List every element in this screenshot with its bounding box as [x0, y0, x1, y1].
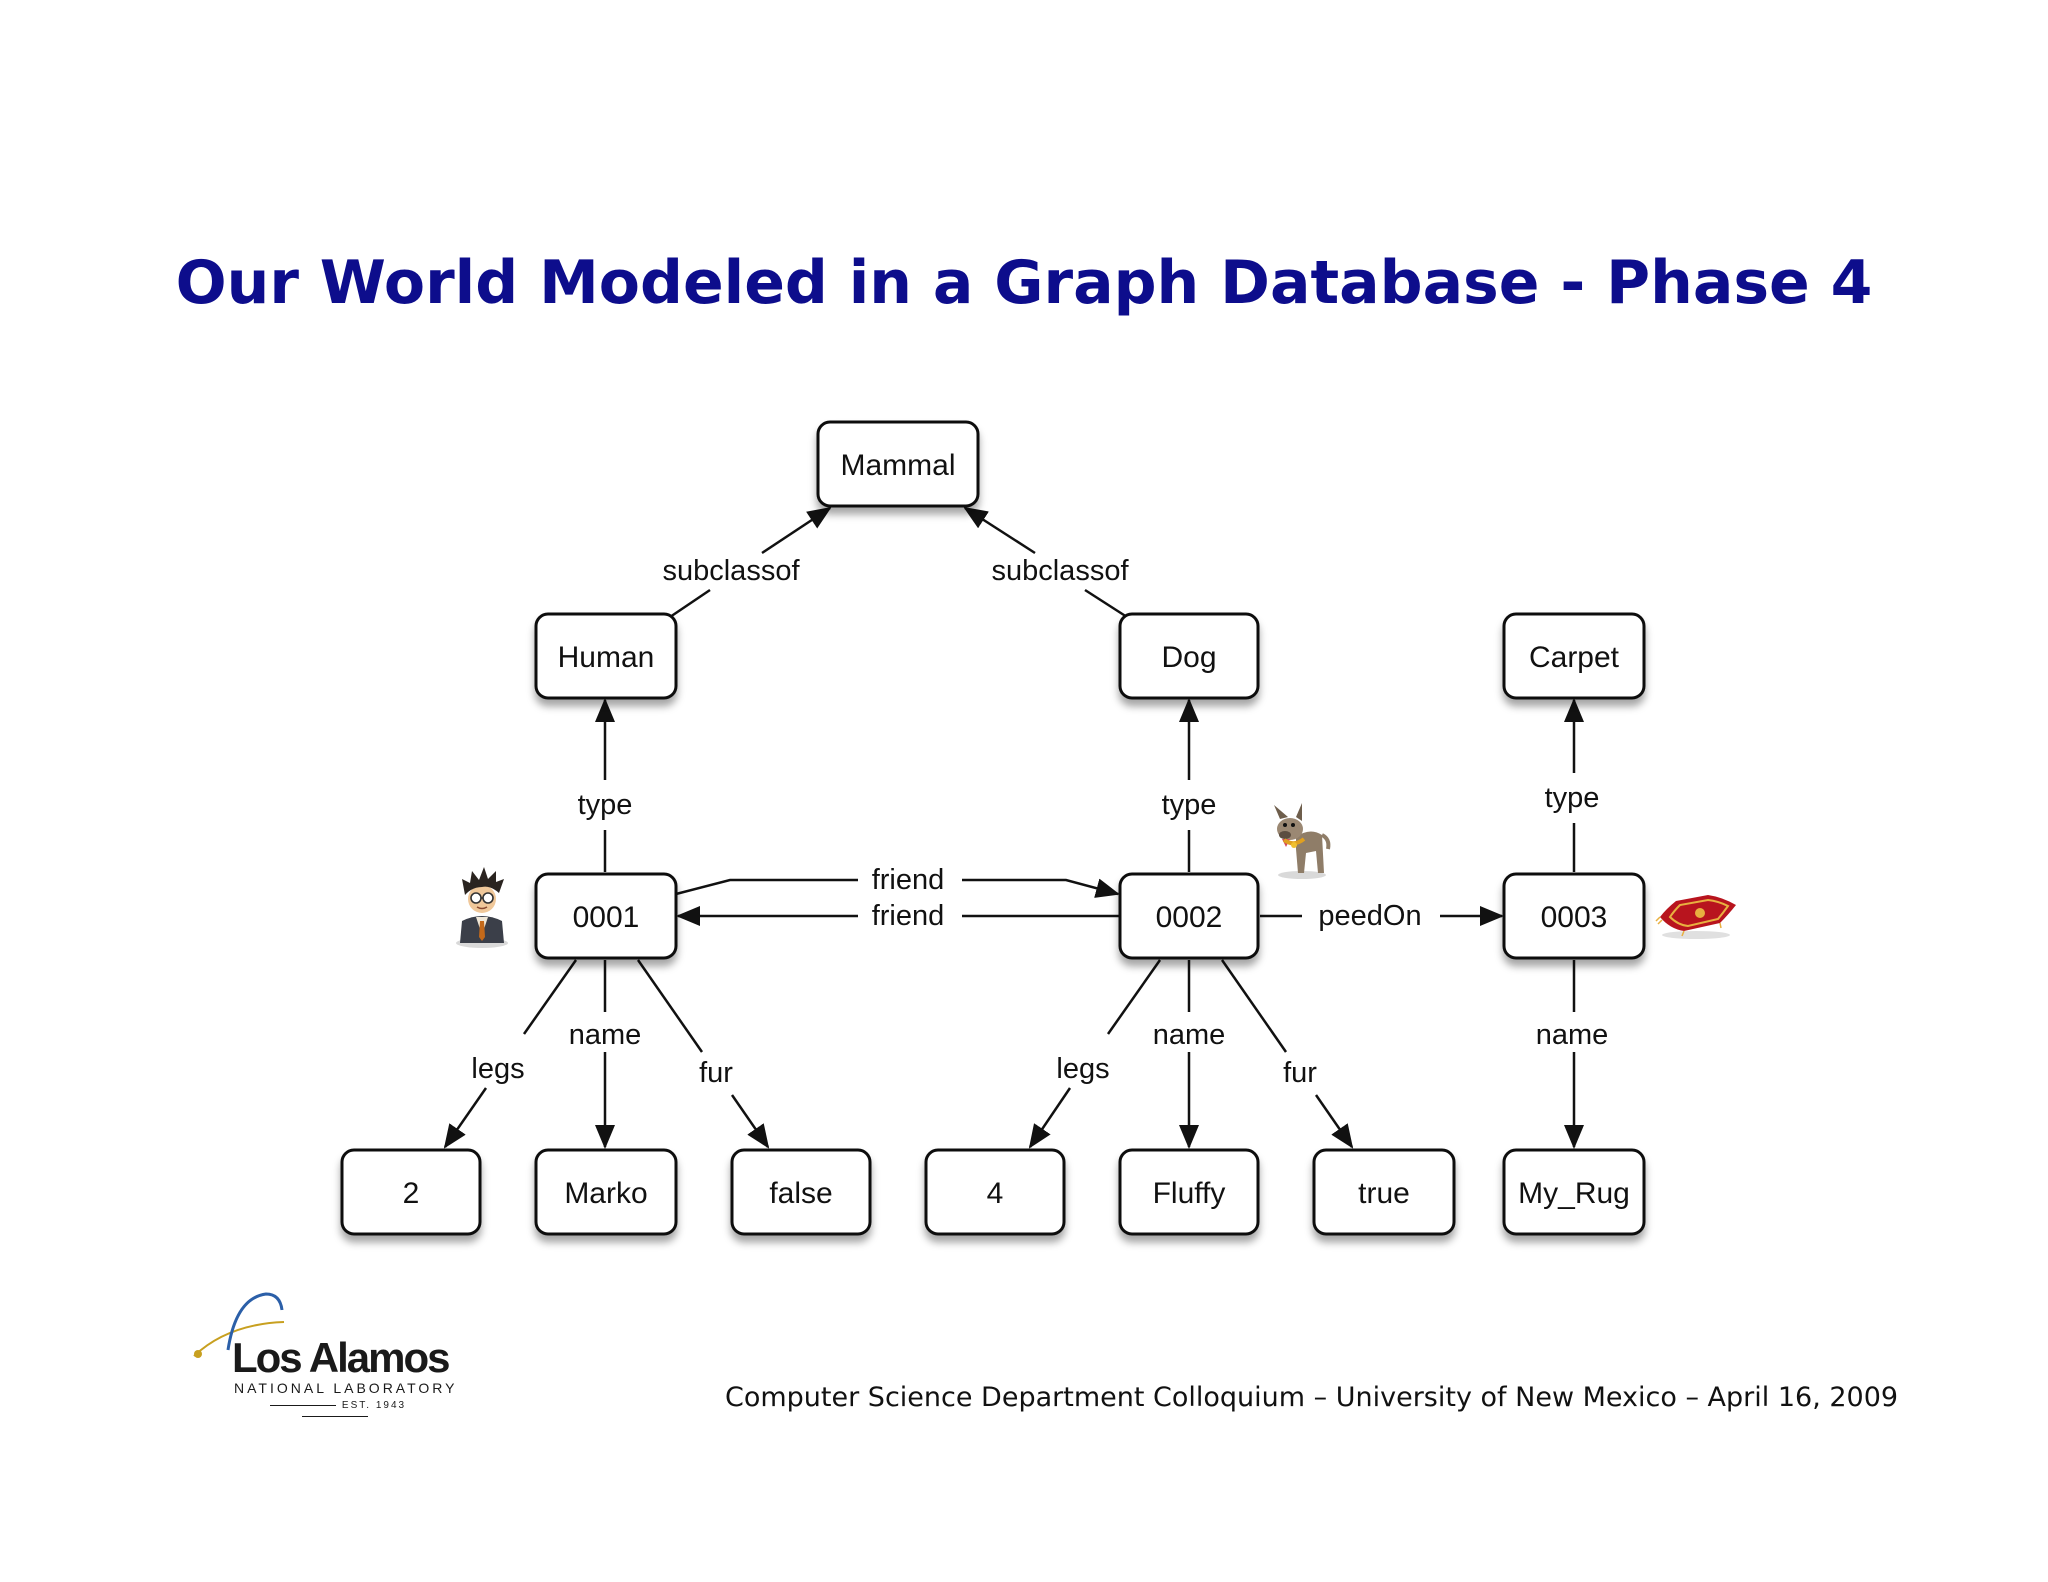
- edge-legs-0001: legs: [443, 959, 578, 1149]
- node-marko: Marko: [564, 1177, 647, 1210]
- edge-legs-0002: legs: [1028, 959, 1162, 1149]
- node-mammal: Mammal: [840, 449, 955, 482]
- slide-footer: Computer Science Department Colloquium –…: [725, 1382, 1899, 1413]
- edge-label-subclassof-human: subclassof: [662, 555, 800, 587]
- edge-label-fur-0002: fur: [1283, 1057, 1317, 1089]
- node-dog: Dog: [1161, 641, 1216, 674]
- edge-label-friend-forward: friend: [872, 864, 945, 896]
- node-human-box: [534, 612, 678, 700]
- node-false-box: [730, 1148, 872, 1236]
- node-4: 4: [987, 1177, 1004, 1210]
- node-my-rug: My_Rug: [1518, 1177, 1630, 1210]
- edge-label-subclassof-dog: subclassof: [991, 555, 1129, 587]
- edge-fur-0001: fur: [636, 959, 770, 1149]
- node-0001: 0001: [573, 901, 640, 934]
- logo-est: EST. 1943: [232, 1400, 438, 1422]
- logo-subtitle: NATIONAL LABORATORY: [234, 1380, 458, 1396]
- edge-label-legs-0001: legs: [471, 1053, 524, 1085]
- edge-label-type-human: type: [578, 789, 633, 821]
- edge-name-0001: name: [569, 960, 642, 1149]
- edge-label-name-0001: name: [569, 1019, 642, 1051]
- edge-label-fur-0001: fur: [699, 1057, 733, 1089]
- node-fluffy-box: [1118, 1148, 1260, 1236]
- rug-icon: [1655, 895, 1736, 939]
- edge-label-type-dog: type: [1162, 789, 1217, 821]
- node-mammal-box: [816, 420, 980, 508]
- edge-name-0002: name: [1153, 960, 1226, 1149]
- node-0003-box: [1502, 872, 1646, 960]
- edge-fur-0002: fur: [1220, 959, 1354, 1149]
- node-human: Human: [558, 641, 655, 674]
- logo-name: Los Alamos: [232, 1334, 450, 1381]
- edge-label-legs-0002: legs: [1056, 1053, 1109, 1085]
- edge-name-0003: name: [1536, 960, 1609, 1149]
- node-carpet-box: [1502, 612, 1646, 700]
- node-0002: 0002: [1156, 901, 1223, 934]
- node-carpet: Carpet: [1529, 641, 1620, 674]
- node-4-box: [924, 1148, 1066, 1236]
- node-fluffy: Fluffy: [1153, 1177, 1226, 1210]
- edge-type-human: type: [578, 698, 633, 872]
- edge-label-name-0003: name: [1536, 1019, 1609, 1051]
- person-icon: [456, 867, 508, 948]
- edge-subclassof-dog: subclassof: [963, 506, 1129, 619]
- edge-label-type-carpet: type: [1545, 782, 1600, 814]
- node-0002-box: [1118, 872, 1260, 960]
- edge-friend-back: friend: [676, 900, 1119, 932]
- edge-label-name-0002: name: [1153, 1019, 1226, 1051]
- edge-type-dog: type: [1162, 698, 1217, 872]
- node-true-box: [1312, 1148, 1456, 1236]
- edge-label-friend-back: friend: [872, 900, 945, 932]
- logo-swoosh-icon: [193, 1292, 285, 1358]
- node-dog-box: [1118, 612, 1260, 700]
- node-marko-box: [534, 1148, 678, 1236]
- node-2: 2: [403, 1177, 420, 1210]
- edge-type-carpet: type: [1545, 698, 1600, 872]
- node-2-box: [340, 1148, 482, 1236]
- node-false: false: [769, 1177, 832, 1210]
- dog-icon: [1274, 803, 1331, 879]
- edge-peedOn: peedOn: [1260, 900, 1504, 932]
- edge-subclassof-human: subclassof: [662, 506, 832, 619]
- node-0003: 0003: [1541, 901, 1608, 934]
- slide-title: Our World Modeled in a Graph Database - …: [175, 248, 1873, 318]
- node-true: true: [1358, 1177, 1410, 1210]
- node-0001-box: [534, 872, 678, 960]
- node-my-rug-box: [1502, 1148, 1646, 1236]
- los-alamos-logo: Los Alamos NATIONAL LABORATORY EST. 1943: [188, 1290, 455, 1422]
- edge-friend-forward: friend: [675, 864, 1120, 898]
- edge-label-peedOn: peedOn: [1318, 900, 1421, 932]
